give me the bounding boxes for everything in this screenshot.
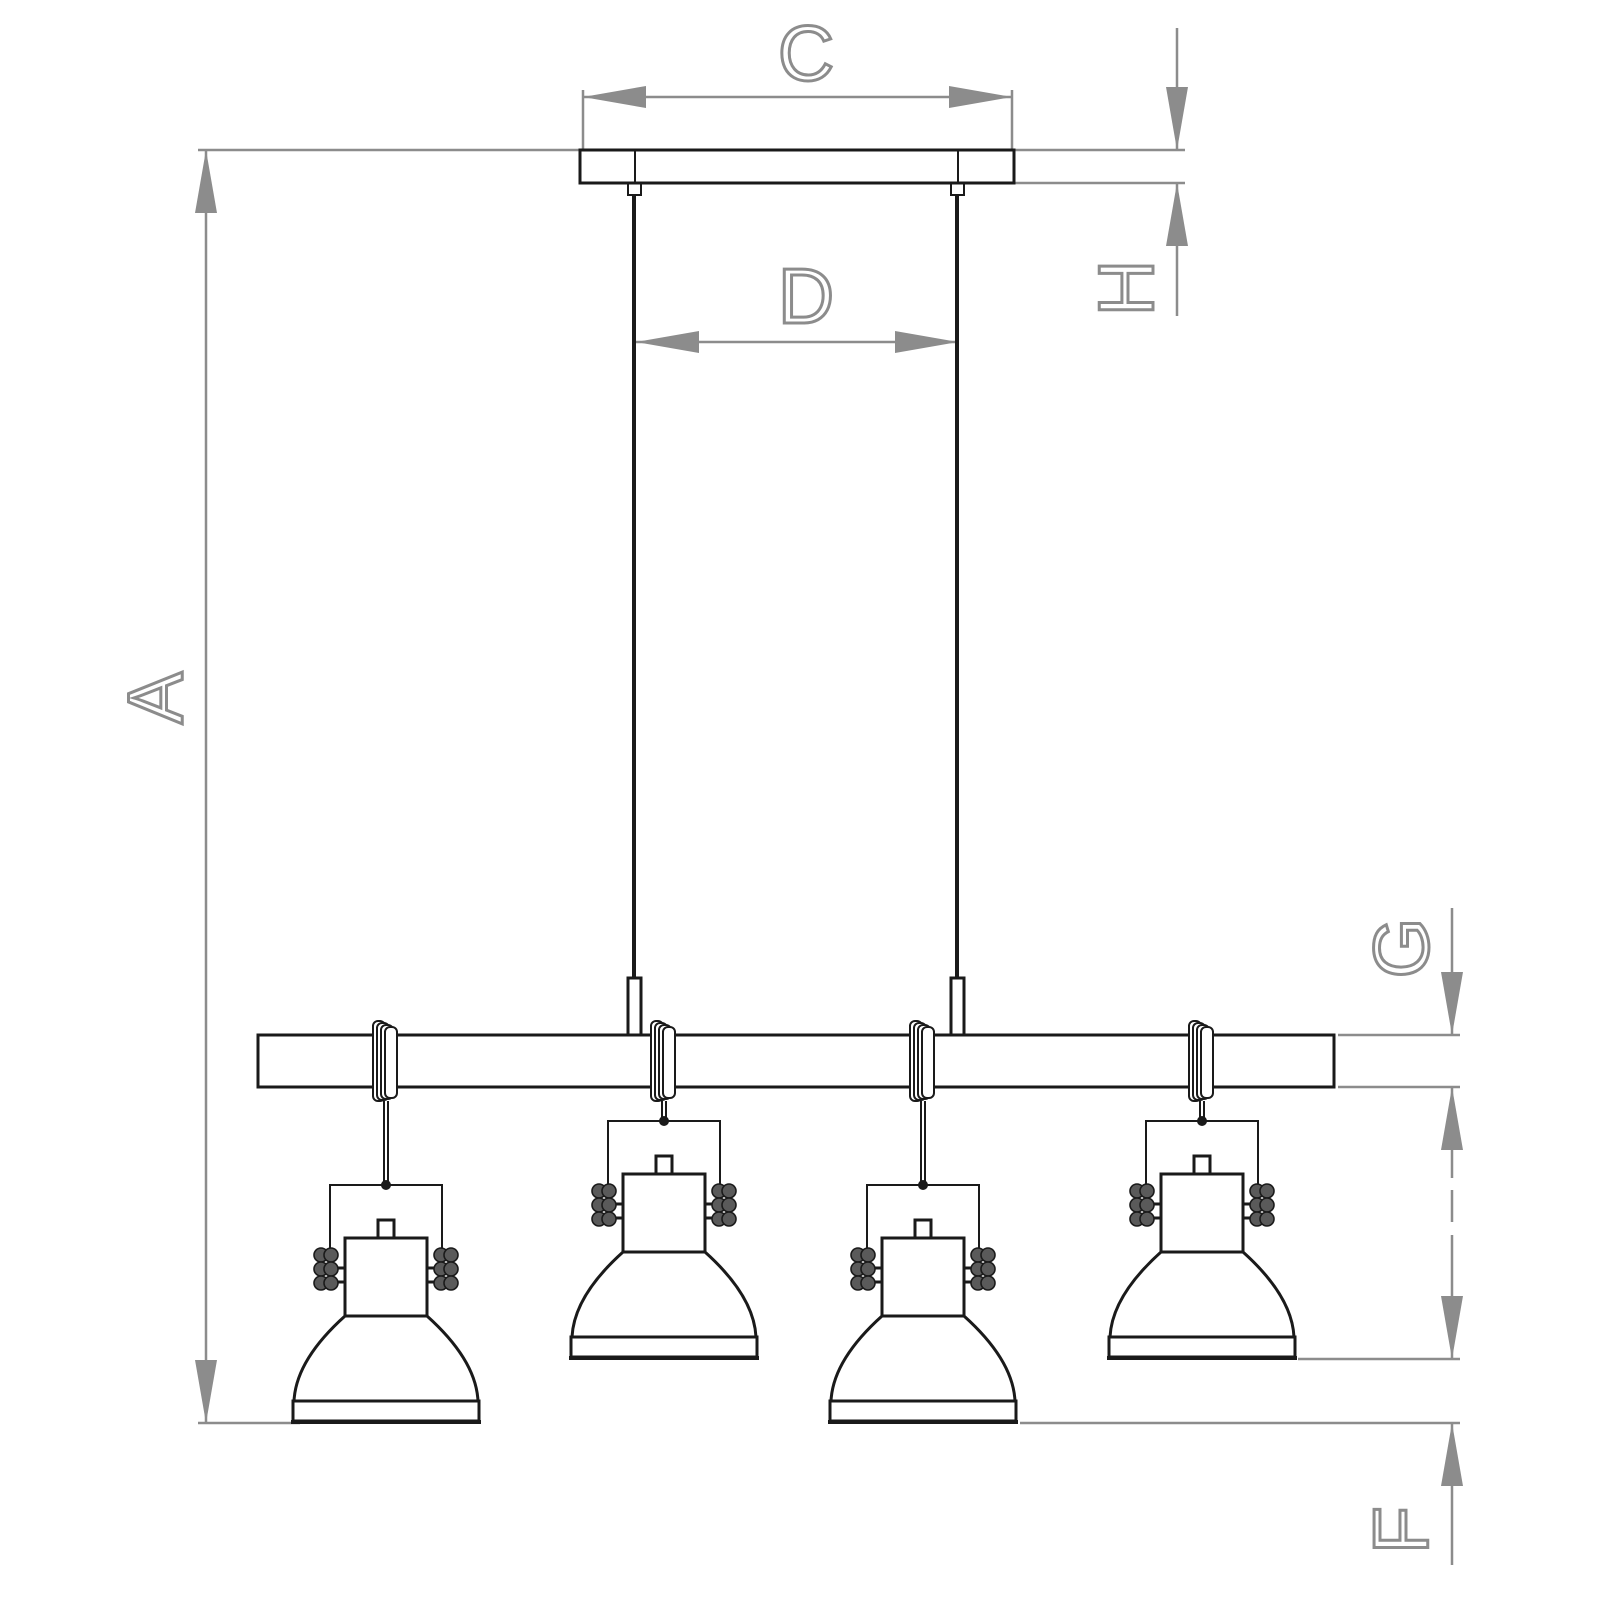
lamp-4: [1107, 1020, 1297, 1360]
left-knob: [850, 1247, 876, 1291]
lamp-2: [569, 1020, 759, 1360]
socket-cap: [654, 1154, 674, 1176]
left-knob: [313, 1247, 339, 1291]
dimension-c: C: [581, 8, 1014, 150]
dimension-d: D: [636, 251, 958, 353]
lamp-1: [291, 1020, 481, 1424]
lamp-body: [1159, 1172, 1245, 1254]
lamp-shade: [570, 1250, 758, 1339]
yoke: [607, 1120, 721, 1196]
dimension-f: F: [1020, 1235, 1463, 1565]
dimension-g: G: [1338, 908, 1463, 1222]
cable-coil: [1188, 1020, 1214, 1102]
cable-coil: [372, 1020, 398, 1102]
shade-rim: [291, 1399, 481, 1423]
wooden-beam: [256, 1033, 1336, 1089]
socket-cap: [1192, 1154, 1212, 1176]
ceiling-canopy: [578, 148, 1016, 196]
lamp-body: [621, 1172, 707, 1254]
right-knob: [1249, 1183, 1275, 1227]
lamp-shade: [1108, 1250, 1296, 1339]
shade-rim: [1107, 1335, 1297, 1359]
label-a: A: [111, 672, 199, 724]
shade-rim: [828, 1399, 1018, 1423]
left-knob: [1129, 1183, 1155, 1227]
right-knob: [711, 1183, 737, 1227]
cable-coil: [909, 1020, 935, 1102]
label-c: C: [778, 9, 834, 97]
label-h: H: [1082, 260, 1170, 316]
dimension-a: A: [110, 148, 583, 1425]
cable-coil: [650, 1020, 676, 1102]
label-g: G: [1357, 918, 1445, 979]
lamp-body: [343, 1236, 429, 1318]
lamp-3: [828, 1020, 1018, 1424]
lamp-body: [880, 1236, 966, 1318]
lamp-group: [291, 1020, 1297, 1424]
left-knob: [591, 1183, 617, 1227]
yoke: [329, 1184, 443, 1260]
yoke: [1145, 1120, 1259, 1196]
socket-cap: [376, 1218, 396, 1240]
shade-rim: [569, 1335, 759, 1359]
label-f: F: [1357, 1506, 1445, 1554]
right-knob: [970, 1247, 996, 1291]
socket-cap: [913, 1218, 933, 1240]
dimension-h: H: [1012, 28, 1188, 318]
yoke: [866, 1184, 980, 1260]
label-d: D: [778, 252, 834, 340]
lamp-shade: [292, 1314, 480, 1403]
right-knob: [433, 1247, 459, 1291]
lamp-shade: [829, 1314, 1017, 1403]
